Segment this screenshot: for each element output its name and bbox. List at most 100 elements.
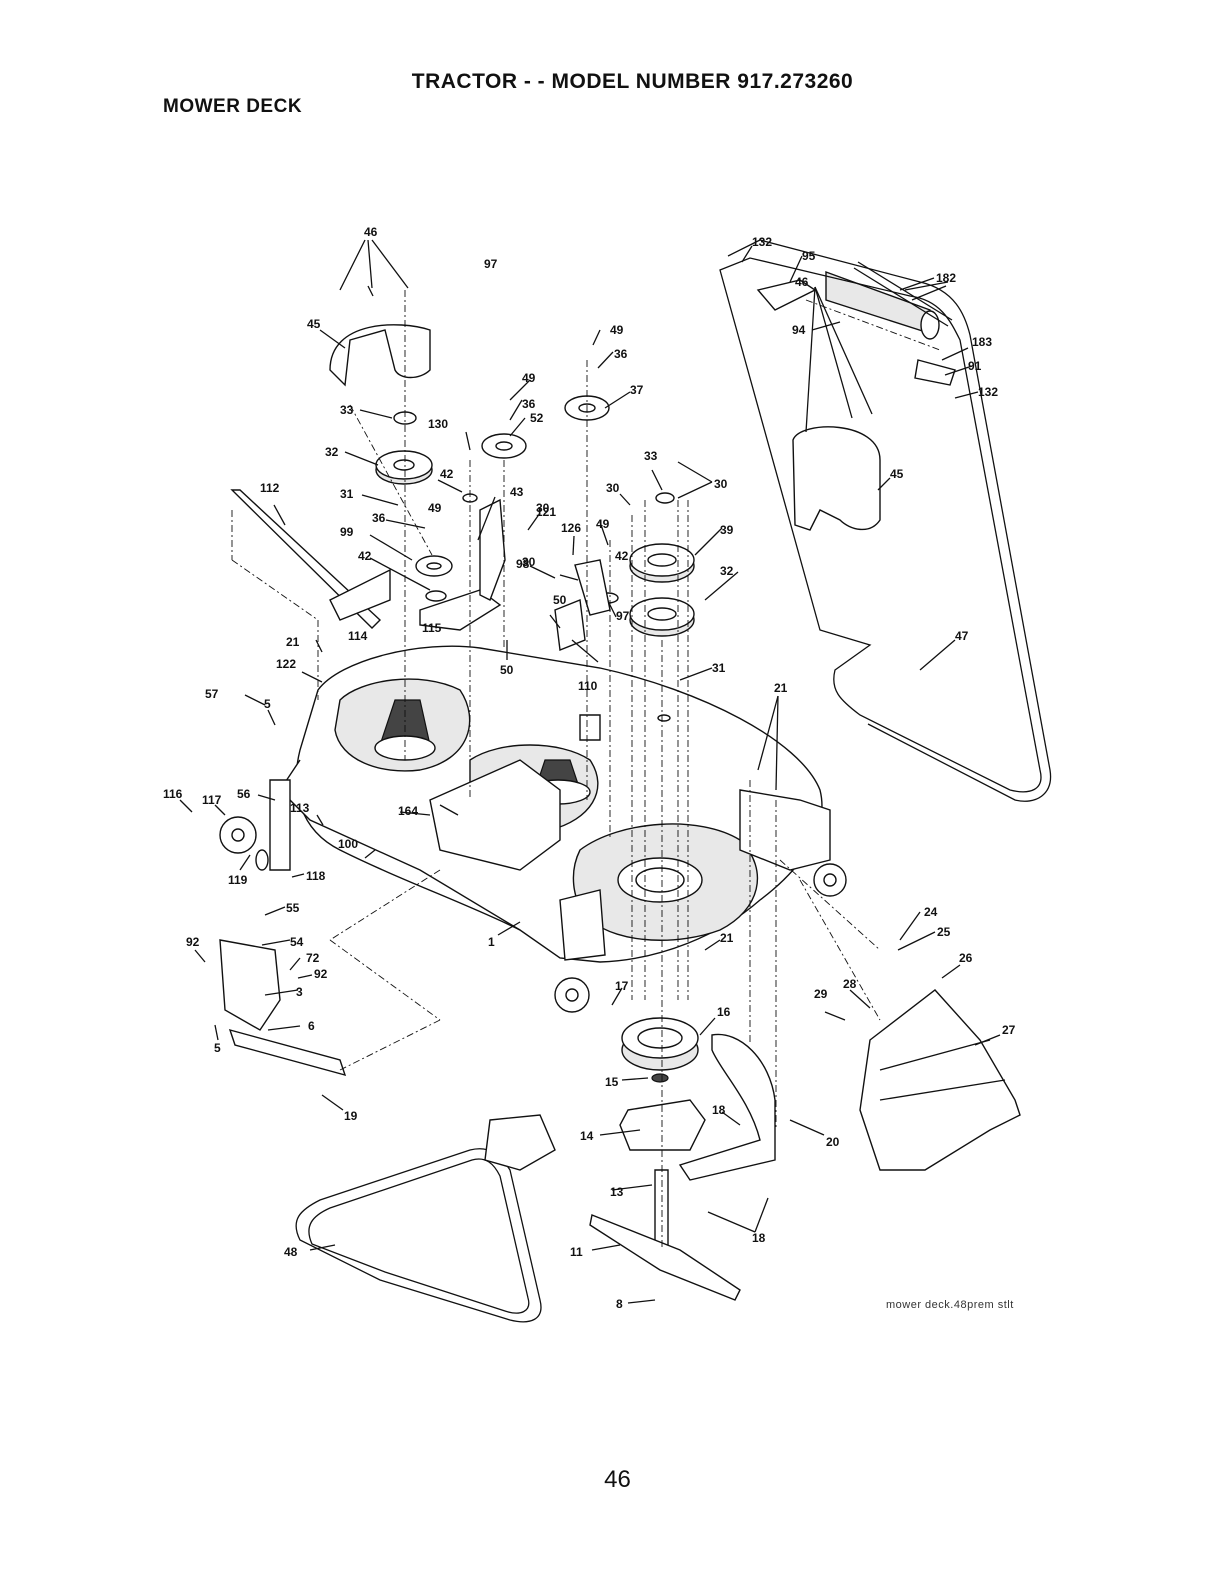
callout-37: 37 (630, 383, 644, 397)
section-title: MOWER DECK (163, 96, 303, 117)
callout-182: 182 (936, 271, 956, 285)
callout-132: 132 (978, 385, 998, 399)
callout-72: 72 (306, 951, 320, 965)
callout-28: 28 (843, 977, 857, 991)
callout-17: 17 (615, 979, 629, 993)
callout-31: 31 (712, 661, 726, 675)
callout-126: 126 (561, 521, 581, 535)
callout-43: 43 (510, 485, 524, 499)
callout-21: 21 (286, 635, 300, 649)
callout-56: 56 (237, 787, 251, 801)
callout-36: 36 (614, 347, 628, 361)
callout-30: 30 (522, 555, 536, 569)
callout-46: 46 (364, 225, 378, 239)
callout-1: 1 (488, 935, 495, 949)
leader-lines (179, 239, 1001, 1304)
page-number: 46 (604, 1466, 631, 1493)
callout-49: 49 (522, 371, 536, 385)
callout-116: 116 (163, 787, 183, 801)
callout-94: 94 (792, 323, 806, 337)
callout-99: 99 (340, 525, 354, 539)
callout-45: 45 (890, 467, 904, 481)
callout-30: 30 (714, 477, 728, 491)
callout-3: 3 (296, 985, 303, 999)
belt-48 (295, 1148, 542, 1323)
left-pulley-stack (329, 324, 506, 631)
callout-113: 113 (290, 801, 310, 815)
callout-30: 30 (606, 481, 620, 495)
callout-30: 30 (536, 501, 550, 515)
callout-labels: 1 3 5 5 6 8 11 13 14 15 16 17 18 18 19 2… (163, 225, 1016, 1311)
belt-47 (719, 257, 1042, 793)
callout-5: 5 (264, 697, 271, 711)
callout-115: 115 (422, 621, 442, 635)
callout-33: 33 (644, 449, 658, 463)
callout-183: 183 (972, 335, 992, 349)
callout-6: 6 (308, 1019, 315, 1033)
callout-98: 98 (516, 557, 530, 571)
callout-18: 18 (752, 1231, 766, 1245)
callout-14: 14 (580, 1129, 594, 1143)
spindle-assembly (589, 1017, 776, 1301)
engine-pulley (484, 1114, 556, 1171)
diagram-file-caption: mower deck.48prem stlt (886, 1299, 1014, 1311)
callout-39: 39 (720, 523, 734, 537)
callout-97: 97 (484, 257, 498, 271)
callout-32: 32 (325, 445, 339, 459)
callout-47: 47 (955, 629, 969, 643)
callout-32: 32 (720, 564, 734, 578)
callout-97: 97 (616, 609, 630, 623)
callout-31: 31 (340, 487, 354, 501)
callout-21: 21 (720, 931, 734, 945)
callout-46: 46 (795, 275, 809, 289)
callout-16: 16 (717, 1005, 731, 1019)
deflector-roller-assembly (756, 261, 956, 386)
callout-20: 20 (826, 1135, 840, 1149)
callout-5: 5 (214, 1041, 221, 1055)
callout-26: 26 (959, 951, 973, 965)
callout-92: 92 (186, 935, 200, 949)
left-bracket-parts (219, 489, 391, 1077)
callout-57: 57 (205, 687, 219, 701)
callout-114: 114 (348, 629, 368, 643)
callout-18: 18 (712, 1103, 726, 1117)
callout-27: 27 (1002, 1023, 1016, 1037)
callout-8: 8 (616, 1297, 623, 1311)
callout-13: 13 (610, 1185, 624, 1199)
callout-49: 49 (596, 517, 610, 531)
callout-49: 49 (610, 323, 624, 337)
page-title: TRACTOR - - MODEL NUMBER 917.273260 (411, 70, 854, 93)
callout-100: 100 (338, 837, 358, 851)
callout-21: 21 (774, 681, 788, 695)
callout-119: 119 (228, 873, 248, 887)
callout-49: 49 (428, 501, 442, 515)
mower-deck-body (279, 645, 847, 1013)
callout-92: 92 (314, 967, 328, 981)
discharge-chute (859, 989, 1021, 1171)
callout-11: 11 (570, 1245, 583, 1259)
callout-110: 110 (578, 679, 598, 693)
callout-19: 19 (344, 1109, 358, 1123)
callout-164: 164 (398, 804, 418, 818)
callout-122: 122 (276, 657, 296, 671)
callout-55: 55 (286, 901, 300, 915)
callout-91: 91 (968, 359, 982, 373)
callout-95: 95 (802, 249, 816, 263)
callout-132: 132 (752, 235, 772, 249)
callout-36: 36 (372, 511, 386, 525)
callout-117: 117 (202, 793, 222, 807)
callout-54: 54 (290, 935, 304, 949)
callout-25: 25 (937, 925, 951, 939)
callout-36: 36 (522, 397, 536, 411)
callout-121: 121 (536, 505, 556, 519)
callout-52: 52 (530, 411, 544, 425)
callout-24: 24 (924, 905, 938, 919)
callout-50: 50 (553, 593, 567, 607)
callout-45: 45 (307, 317, 321, 331)
callout-42: 42 (358, 549, 372, 563)
belt-47-inner (727, 239, 1052, 802)
callout-42: 42 (615, 549, 629, 563)
callout-130: 130 (428, 417, 448, 431)
callout-118: 118 (306, 869, 326, 883)
